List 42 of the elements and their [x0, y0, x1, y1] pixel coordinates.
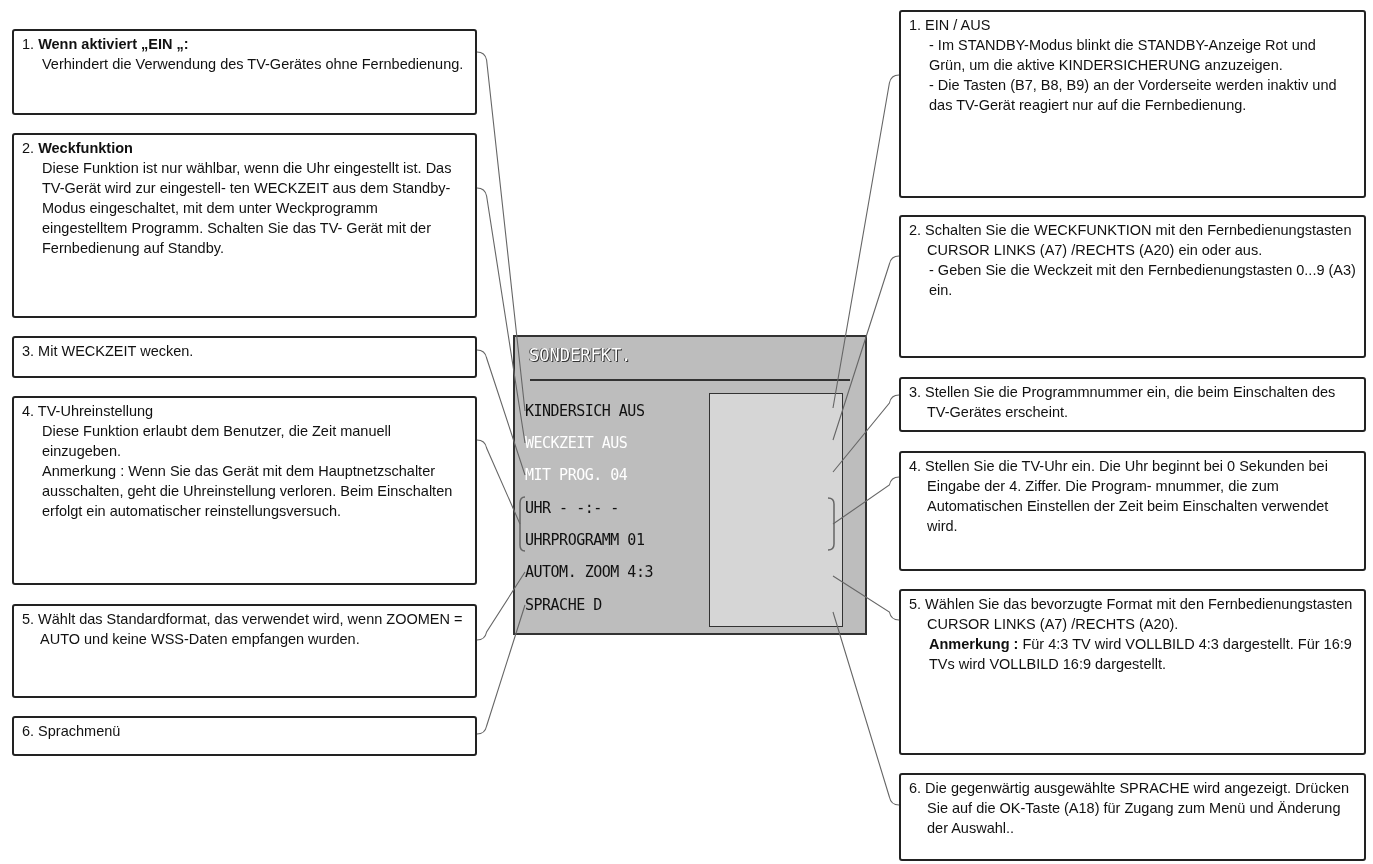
- menu-item: SPRACHE D: [525, 591, 695, 619]
- callout-text: - Im STANDBY-Modus blinkt die STANDBY-Anzeige Rot und Grün, um die aktive KINDERSICHERUNG anzuzeigen.: [928, 36, 1317, 75]
- callout-text: - Die Tasten (B7, B8, B9) an der Vorderseite werden inaktiv und das TV-Gerät reagiert nur auf die Fernbedienung.: [928, 76, 1338, 115]
- menu-item: UHRPROGRAMM 01: [525, 526, 695, 554]
- menu-item: AUTOM. ZOOM 4:3: [525, 558, 695, 586]
- callout-heading: 4. Stellen Sie die TV-Uhr ein. Die Uhr beginnt bei 0 Sekunden bei Eingabe der 4. Ziffer. Die Program- mnummer, die zum Automatischen Einstellen der Zeit beim Einschalten verwendet wird.: [909, 457, 1330, 536]
- menu-item: MIT PROG. 04: [525, 461, 695, 489]
- callout-text: Verhindert die Verwendung des TV-Gerätes ohne Fernbedienung.: [41, 55, 465, 74]
- callout-box: [899, 589, 1366, 755]
- callout-text: Anmerkung : Wenn Sie das Gerät mit dem Hauptnetzschalter ausschalten, geht die Uhreinstellung verloren. Beim Einschalten erfolgt ein automatischer reinstellungsversuch.: [41, 462, 454, 521]
- preview-panel: [709, 393, 843, 627]
- callout-heading: 6. Die gegenwärtig ausgewählte SPRACHE wird angezeigt. Drücken Sie auf die OK-Taste (A18) für Zugang zum Menü und Änderung der Auswahl..: [909, 779, 1351, 838]
- callout-heading: 5. Wählt das Standardformat, das verwendet wird, wenn ZOOMEN = AUTO und keine WSS-Daten empfangen wurden.: [22, 610, 464, 649]
- callout-heading: 6. Sprachmenü: [22, 722, 122, 741]
- callout-heading: 2. Weckfunktion: [22, 139, 134, 158]
- callout-box: [12, 604, 477, 698]
- callout-text: Diese Funktion ist nur wählbar, wenn die Uhr eingestellt ist. Das TV-Gerät wird zur eingestell- ten WECKZEIT aus dem Standby-Modus eingeschaltet, mit dem unter Weckprogramm eingestelltem Programm. Schalten Sie das TV- Gerät mit der Fernbedienung auf Standby.: [41, 159, 453, 258]
- menu-screen: [513, 335, 867, 635]
- callout-heading: 3. Stellen Sie die Programmnummer ein, die beim Einschalten des TV-Gerätes erscheint.: [909, 383, 1337, 422]
- callout-heading: 1. Wenn aktiviert „EIN „:: [22, 35, 190, 54]
- callout-box: [899, 10, 1366, 198]
- menu-item: WECKZEIT AUS: [525, 429, 695, 457]
- callout-box: [12, 336, 477, 378]
- callout-box: [899, 773, 1366, 861]
- callout-heading: 1. EIN / AUS: [909, 16, 992, 35]
- menu-title: SONDERFKT.: [529, 345, 632, 365]
- callout-heading: 4. TV-Uhreinstellung: [22, 402, 155, 421]
- callout-box: [899, 215, 1366, 358]
- menu-item: UHR - -:- -: [525, 494, 695, 522]
- callout-box: [899, 451, 1366, 571]
- callout-heading: 2. Schalten Sie die WECKFUNKTION mit den Fernbedienungstasten CURSOR LINKS (A7) /RECHTS (A20) ein oder aus.: [909, 221, 1353, 260]
- callout-text: - Geben Sie die Weckzeit mit den Fernbedienungstasten 0...9 (A3) ein.: [928, 261, 1356, 300]
- callout-box: [899, 377, 1366, 432]
- callout-box: [12, 716, 477, 756]
- callout-heading: 5. Wählen Sie das bevorzugte Format mit den Fernbedienungstasten CURSOR LINKS (A7) /RECHTS (A20).: [909, 595, 1354, 634]
- callout-text: Diese Funktion erlaubt dem Benutzer, die Zeit manuell einzugeben.: [41, 422, 392, 461]
- menu-item: KINDERSICH AUS: [525, 397, 695, 425]
- callout-box: [12, 396, 477, 585]
- callout-box: [12, 133, 477, 318]
- callout-text: Anmerkung : Für 4:3 TV wird VOLLBILD 4:3 dargestellt. Für 16:9 TVs wird VOLLBILD 16:9 dargestellt.: [928, 635, 1353, 674]
- callout-box: [12, 29, 477, 115]
- callout-heading: 3. Mit WECKZEIT wecken.: [22, 342, 195, 361]
